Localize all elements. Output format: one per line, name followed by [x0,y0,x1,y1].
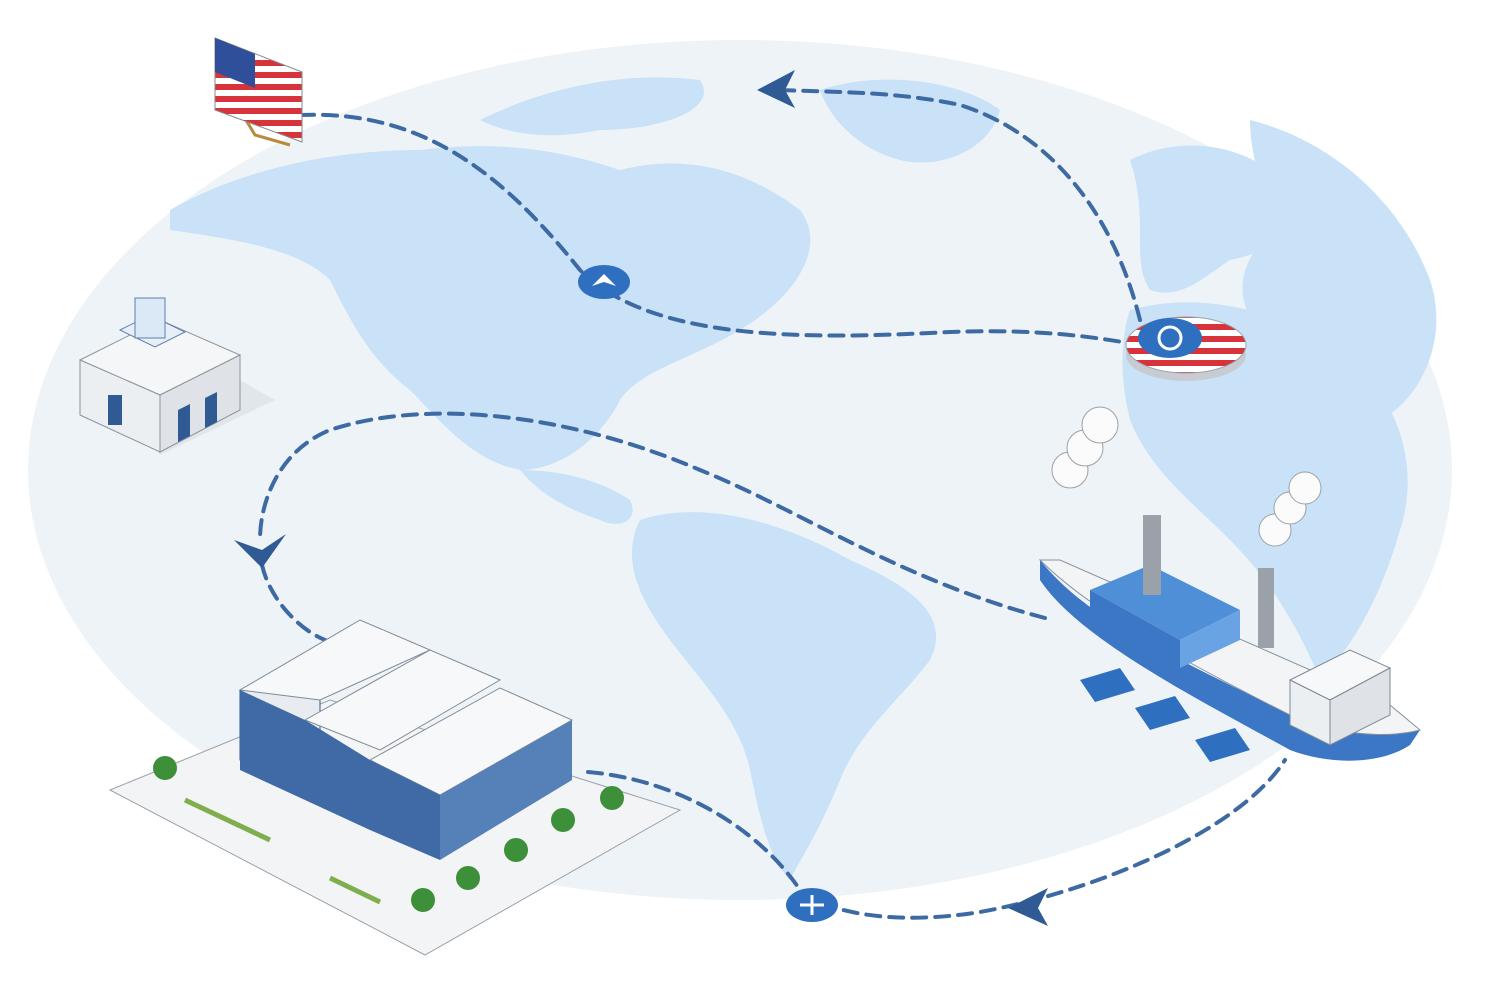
port-hub-badge-icon [1125,316,1247,381]
africa [1122,302,1408,680]
central-america [520,470,633,524]
route-arrow-icon [1008,888,1048,926]
factory-campus-icon [108,619,682,956]
route-arrows [234,70,1048,926]
ship-waypoint-icon [786,888,838,922]
route-factory-to-south [586,758,1287,920]
route-flag-to-hub [298,112,1142,347]
smoke [1051,406,1322,547]
europe [1130,145,1301,293]
route-arrow-icon [234,534,286,568]
small-office-building-icon [78,297,275,455]
trucks-icon [1080,668,1250,762]
trees [153,756,624,912]
cargo-ship-icon [1038,406,1422,761]
shipping-routes [258,88,1287,920]
greenland [820,79,1000,163]
arctic-islands [480,77,704,136]
north-america [170,146,811,470]
route-hub-to-north [773,88,1142,322]
us-flag-billboard-icon [214,37,303,147]
continents [170,77,1437,880]
route-to-factory [260,563,327,642]
plane-waypoint-icon [578,265,630,299]
south-america [631,512,937,880]
route-arrow-icon [757,70,795,108]
route-ship-to-americas [258,411,1047,620]
